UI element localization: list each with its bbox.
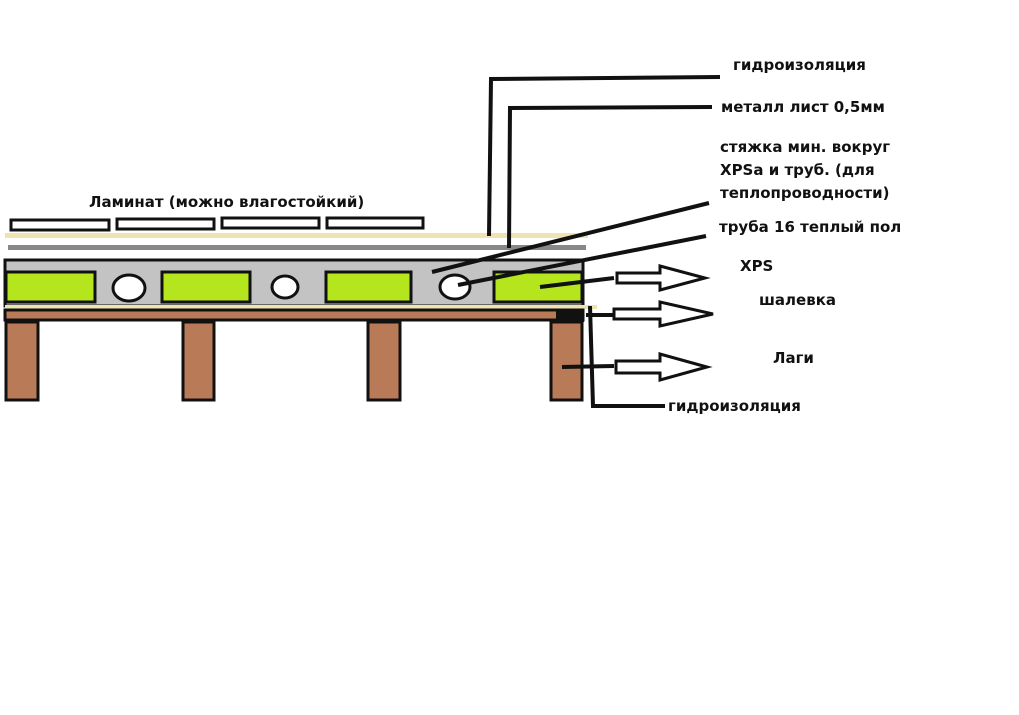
waterproofing-film-top: [5, 233, 588, 238]
leader-lines: [431, 75, 721, 408]
leader-joists: [561, 364, 615, 369]
leader-metal-sheet: [507, 105, 713, 249]
laminate-plank: [115, 217, 216, 231]
label-laminate: Ламинат (можно влагостойкий): [89, 193, 365, 211]
heating-pipe: [438, 273, 472, 301]
xps-board: [4, 270, 97, 304]
leader-screed: [431, 201, 710, 274]
arrow-sheathing: [612, 300, 714, 328]
label-pipe: труба 16 теплый пол: [719, 218, 902, 236]
label-waterproofing-bottom: гидроизоляция: [668, 397, 801, 415]
sheathing-edge: [556, 310, 584, 322]
label-screed-line: XPSa и труб. (для: [720, 161, 875, 179]
laminate-layer: [9, 216, 425, 232]
leader-waterproofing-top: [487, 75, 721, 237]
waterproofing-film-bottom: [5, 305, 597, 309]
joist: [181, 320, 216, 402]
xps-board: [160, 270, 252, 304]
sheathing-board: [3, 308, 585, 322]
label-sheathing: шалевка: [759, 291, 837, 309]
joist: [4, 320, 40, 402]
joists: [4, 320, 584, 402]
label-xps: XPS: [740, 257, 774, 275]
arrows: [612, 264, 714, 382]
label-screed-line: теплопроводности): [720, 184, 890, 202]
metal-sheet: [8, 245, 586, 250]
leader-xps: [539, 276, 615, 289]
label-waterproofing-top: гидроизоляция: [733, 56, 866, 74]
label-screed: стяжка мин. вокруг XPSa и труб. (для теп…: [720, 136, 920, 205]
xps-layer: [4, 270, 584, 304]
laminate-plank: [325, 216, 425, 230]
xps-board: [324, 270, 413, 304]
joist: [549, 320, 584, 402]
laminate-plank: [220, 216, 321, 230]
label-joists: Лаги: [773, 349, 814, 367]
joist: [366, 320, 402, 402]
heating-pipe: [270, 274, 300, 300]
leader-waterproofing-bottom: [588, 305, 665, 408]
label-screed-line: стяжка мин. вокруг: [720, 138, 891, 156]
leader-pipe: [457, 234, 707, 287]
heating-pipe: [111, 273, 147, 303]
laminate-plank: [9, 218, 111, 232]
arrow-xps: [615, 264, 711, 292]
heating-pipes: [111, 273, 472, 303]
arrow-joists: [614, 352, 713, 382]
label-metal-sheet: металл лист 0,5мм: [721, 98, 885, 116]
